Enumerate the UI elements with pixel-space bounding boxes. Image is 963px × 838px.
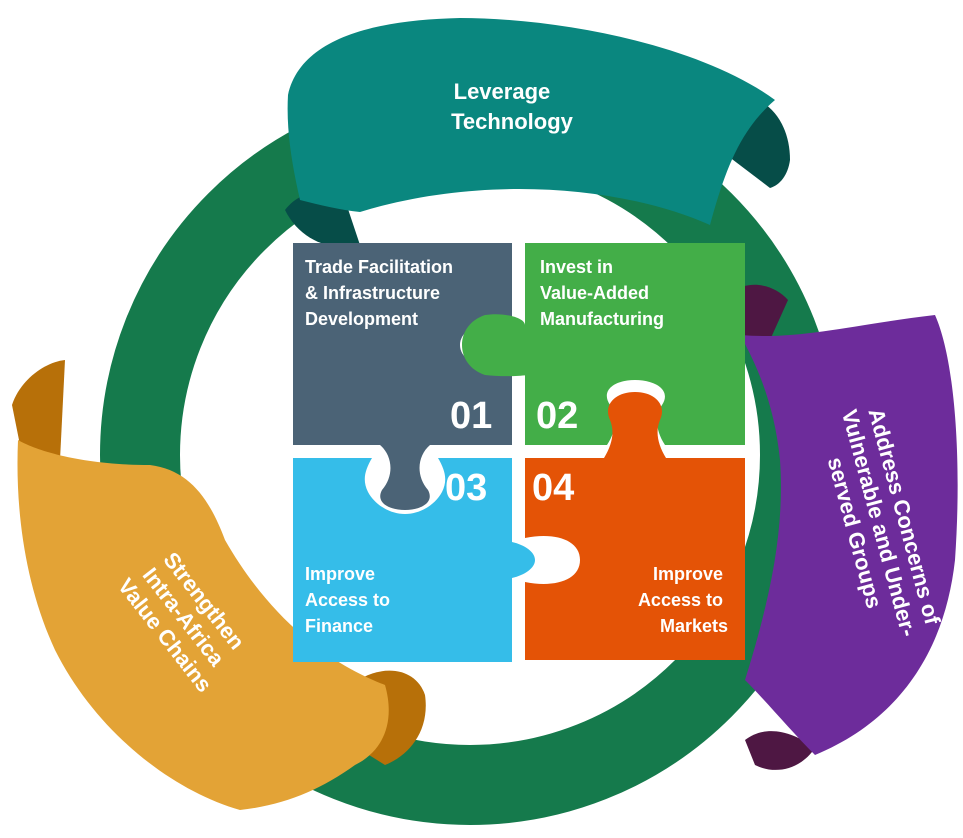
puzzle-piece-01	[293, 243, 512, 510]
piece-01-number: 01	[450, 395, 492, 437]
ribbon-right-fold-top	[735, 284, 788, 340]
piece-03-line-3: Finance	[305, 616, 373, 636]
ribbon-top-line-1: Leverage	[454, 79, 551, 104]
piece-02-line-3: Manufacturing	[540, 309, 664, 329]
piece-04-line-1: Improve	[653, 564, 723, 584]
ribbon-strengthen-value-chains: Strengthen Intra-Africa Value Chains	[12, 360, 426, 810]
piece-03-line-2: Access to	[305, 590, 390, 610]
piece-04-line-2: Access to	[638, 590, 723, 610]
ribbon-left-fold-top	[12, 360, 65, 460]
piece-03-number: 03	[445, 467, 487, 509]
piece-01-line-2: & Infrastructure	[305, 283, 440, 303]
piece-02-number: 02	[536, 395, 578, 437]
ribbon-top-body	[287, 18, 775, 225]
piece-03-line-1: Improve	[305, 564, 375, 584]
piece-02-line-1: Invest in	[540, 257, 613, 277]
ribbon-top-line-2: Technology	[451, 109, 574, 134]
piece-04-line-3: Markets	[660, 616, 728, 636]
piece-04-number: 04	[532, 467, 574, 509]
puzzle-piece-04	[525, 392, 745, 660]
ribbon-leverage-technology: Leverage Technology	[285, 18, 790, 247]
piece-01-line-3: Development	[305, 309, 418, 329]
piece-02-line-2: Value-Added	[540, 283, 649, 303]
ribbon-left-body	[17, 440, 389, 810]
puzzle-piece-02	[462, 243, 745, 445]
ribbon-right-body	[740, 315, 958, 755]
piece-01-label: Trade Facilitation & Infrastructure Deve…	[305, 257, 458, 329]
piece-03-label: Improve Access to Finance	[305, 564, 395, 636]
piece-01-line-1: Trade Facilitation	[305, 257, 453, 277]
piece-04-label: Improve Access to Markets	[638, 564, 728, 636]
puzzle-piece-03	[293, 458, 535, 662]
ribbon-right-fold-bottom	[745, 731, 815, 770]
ribbon-address-concerns: Address Concerns of Vulnerable and Under…	[735, 284, 958, 770]
piece-02-label: Invest in Value-Added Manufacturing	[540, 257, 664, 329]
ribbon-top-label: Leverage Technology	[451, 79, 574, 134]
